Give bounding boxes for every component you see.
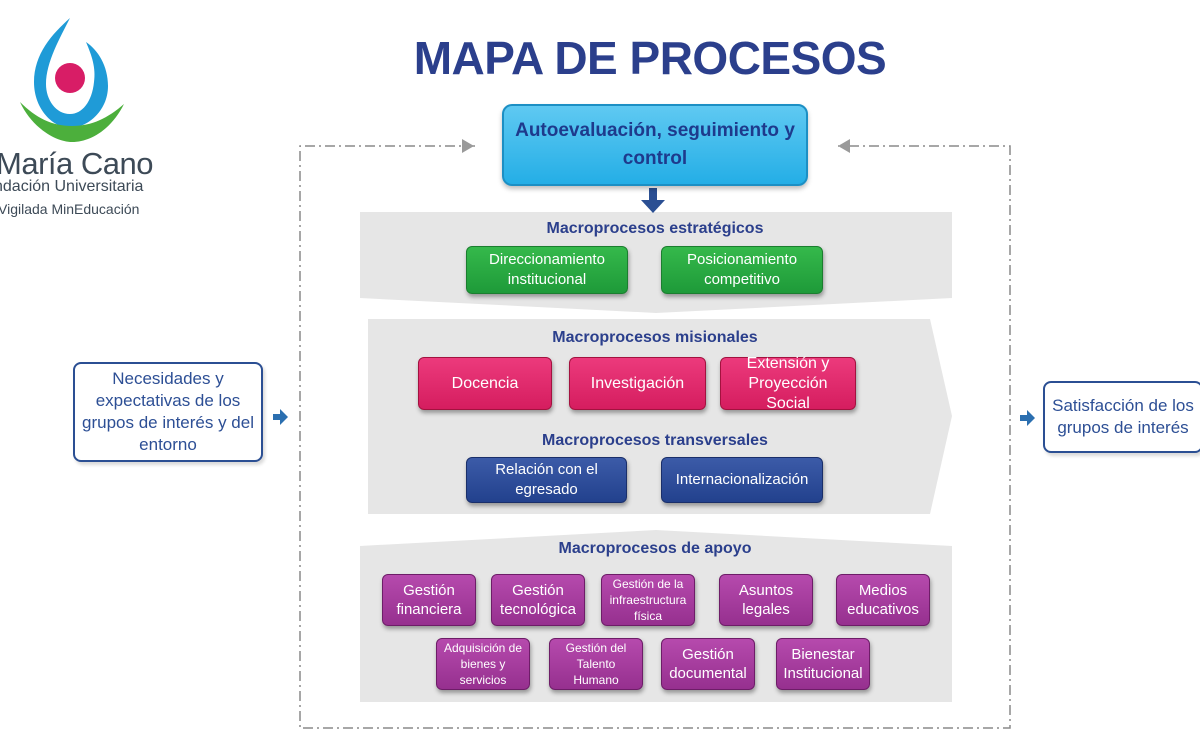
process-gestion-tecnologica: Gestión tecnológica — [491, 574, 585, 626]
process-extension: Extensión y Proyección Social — [720, 355, 856, 412]
down-arrow-icon — [641, 200, 665, 213]
process-gestion-financiera: Gestión financiera — [382, 574, 476, 626]
logo-subtitle: ndación Universitaria — [0, 178, 144, 195]
process-bienestar: Bienestar Institucional — [776, 638, 870, 690]
support-title: Macroprocesos de apoyo — [558, 540, 752, 557]
process-investigacion: Investigación — [569, 357, 706, 410]
process-direccionamiento: Direccionamiento institucional — [466, 246, 628, 294]
arrow-right-icon — [462, 139, 474, 153]
process-internacionalizacion: Internacionalización — [661, 457, 823, 503]
logo-icon — [20, 18, 124, 142]
logo-vigilada: Vigilada MinEducación — [0, 201, 140, 217]
stakeholder-satisfaction-box: Satisfacción de los grupos de interés — [1043, 381, 1200, 453]
process-asuntos-legales: Asuntos legales — [719, 574, 813, 626]
process-docencia: Docencia — [418, 357, 552, 410]
process-egresado: Relación con el egresado — [466, 457, 627, 503]
process-infraestructura: Gestión de la infraestructura física — [601, 574, 695, 626]
page-title: MAPA DE PROCESOS — [413, 32, 887, 84]
feedback-loop-frame — [299, 145, 1011, 729]
transversal-title: Macroprocesos transversales — [542, 432, 768, 449]
down-arrow-shaft — [649, 188, 657, 202]
missional-title: Macroprocesos misionales — [552, 329, 758, 346]
output-arrow-icon — [1027, 410, 1035, 426]
process-medios-educativos: Medios educativos — [836, 574, 930, 626]
process-posicionamiento: Posicionamiento competitivo — [661, 246, 823, 294]
input-arrow-icon — [280, 409, 288, 425]
stakeholder-needs-box: Necesidades y expectativas de los grupos… — [73, 362, 263, 462]
arrow-left-icon — [838, 139, 850, 153]
process-talento-humano: Gestión del Talento Humano — [549, 638, 643, 690]
process-gestion-documental: Gestión documental — [661, 638, 755, 690]
process-adquisicion: Adquisición de bienes y servicios — [436, 638, 530, 690]
missional-panel — [368, 319, 952, 514]
strategic-title: Macroprocesos estratégicos — [546, 220, 764, 237]
self-evaluation-box: Autoevaluación, seguimiento y control — [502, 104, 808, 186]
logo-name: María Cano — [0, 146, 153, 181]
